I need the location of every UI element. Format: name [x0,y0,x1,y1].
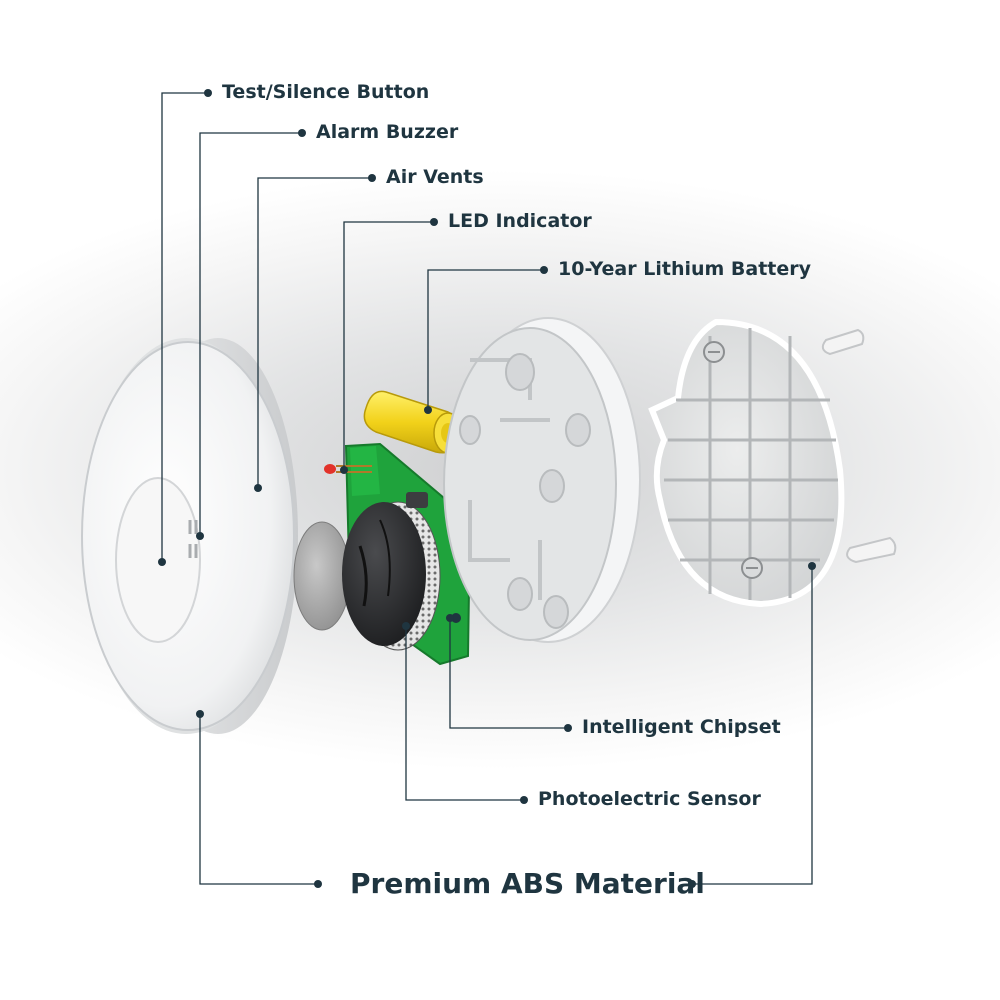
inner-housing [443,317,641,643]
callout-dots [158,89,816,888]
label-led-indicator: LED Indicator [448,210,592,232]
label-test-silence-button: Test/Silence Button [222,81,430,103]
mesh-disc [293,521,351,631]
label-battery: 10-Year Lithium Battery [558,258,812,280]
callout-lines [161,92,813,885]
label-alarm-buzzer: Alarm Buzzer [316,121,459,143]
front-cover [81,338,298,734]
mounting-base [648,318,845,608]
label-photoelectric-sensor: Photoelectric Sensor [538,788,761,810]
wall-anchors [821,328,897,564]
photoelectric-sensor-part [342,492,441,651]
label-air-vents: Air Vents [386,166,484,188]
label-chipset: Intelligent Chipset [582,716,781,738]
label-abs-material: Premium ABS Material [350,867,705,900]
